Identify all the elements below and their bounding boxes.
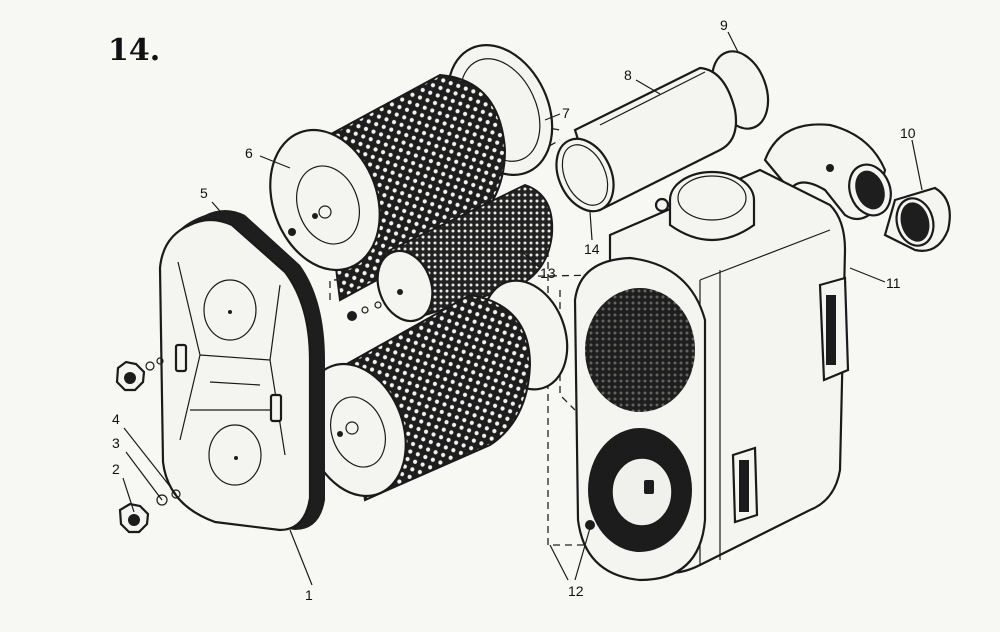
callout-labels: 1 2 3 4 5 6 7 8 9 10 11 12 13 14 xyxy=(112,17,916,603)
callout-7: 7 xyxy=(562,105,570,121)
part-1-cover xyxy=(158,210,325,532)
knob-upper xyxy=(115,357,164,392)
part-2-knob xyxy=(118,502,150,534)
part-lower-cartridge xyxy=(303,293,532,502)
callout-5: 5 xyxy=(200,185,208,201)
part-11-housing xyxy=(573,123,892,582)
leader-lines xyxy=(122,31,923,586)
callout-14: 14 xyxy=(584,241,600,257)
part-8-sleeve xyxy=(555,66,738,213)
callout-9: 9 xyxy=(720,17,728,33)
callout-8: 8 xyxy=(624,67,632,83)
callout-2: 2 xyxy=(112,461,120,477)
part-3-4-washers xyxy=(156,489,181,506)
part-10-ring xyxy=(883,186,951,252)
callout-3: 3 xyxy=(112,435,120,451)
callout-1: 1 xyxy=(305,587,313,603)
callout-10: 10 xyxy=(900,125,916,141)
callout-4: 4 xyxy=(112,411,120,427)
callout-11: 11 xyxy=(886,275,901,291)
callout-13: 13 xyxy=(540,265,556,281)
part-6-upper-cartridge xyxy=(269,73,507,302)
figure-number: 14. xyxy=(108,33,160,68)
callout-6: 6 xyxy=(245,145,253,161)
callout-12: 12 xyxy=(568,583,584,599)
